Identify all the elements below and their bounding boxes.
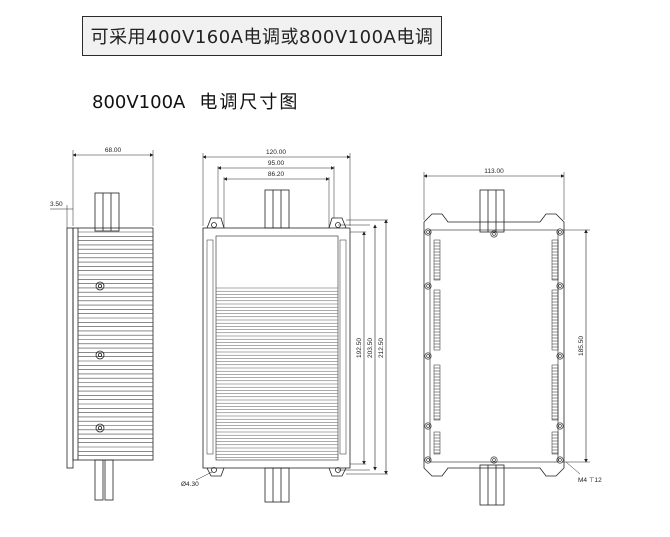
back-mounting-hole	[426, 230, 430, 234]
header-title: 可采用400V160A电调或800V100A电调	[90, 27, 434, 48]
front-view	[195, 153, 388, 503]
back-view-bottom-cable	[479, 464, 505, 506]
back-mounting-hole	[490, 230, 498, 238]
side-view-top-cable	[94, 192, 120, 232]
front-view-ear	[206, 217, 225, 229]
front-view-fins	[216, 287, 338, 458]
back-slot-strip	[551, 431, 559, 455]
side-view-bottom-cable	[104, 459, 114, 501]
back-mounting-hole	[424, 228, 432, 236]
back-view	[423, 172, 590, 506]
front-view-top-cable	[264, 189, 290, 229]
back-mounting-hole	[556, 456, 564, 464]
front-view-ear	[328, 467, 347, 477]
back-mounting-hole	[492, 232, 496, 236]
side-view	[50, 150, 154, 501]
back-mounting-hole	[556, 352, 564, 360]
back-mounting-hole	[556, 422, 564, 430]
back-mounting-hole	[424, 456, 432, 464]
back-mounting-hole	[558, 424, 562, 428]
dim-front-height-1: 192.50	[356, 338, 363, 358]
back-mounting-hole	[556, 282, 564, 290]
back-view-top-cable	[479, 189, 505, 233]
header-title-box: 可采用400V160A电调或800V100A电调	[82, 16, 442, 56]
back-slot-strip	[433, 239, 441, 281]
back-mounting-hole	[558, 354, 562, 358]
side-view-flange	[66, 227, 74, 469]
back-mounting-hole	[558, 284, 562, 288]
back-mounting-hole	[558, 230, 562, 234]
front-view-ear	[328, 217, 347, 229]
back-slot-strip	[433, 431, 441, 455]
back-view-slots	[433, 239, 559, 455]
back-slot-strip	[551, 239, 559, 281]
front-view-inner-panel	[215, 235, 339, 461]
back-slot-strip	[551, 364, 559, 421]
dim-front-height-2: 203.50	[367, 338, 374, 358]
side-view-fins	[78, 231, 153, 456]
section-title: 800V100A 电调尺寸图	[92, 88, 299, 114]
back-mounting-hole	[558, 458, 562, 462]
back-mounting-hole	[424, 352, 432, 360]
dim-front-height-3: 212.50	[378, 338, 385, 358]
dim-front-width-total: 120.00	[266, 149, 286, 156]
back-mounting-hole	[426, 424, 430, 428]
back-mounting-hole	[424, 282, 432, 290]
side-view-bottom-cable	[94, 459, 104, 501]
model-label: 800V100A	[92, 92, 186, 113]
dim-side-width: 68.00	[105, 147, 122, 154]
back-mounting-hole	[492, 458, 496, 462]
dim-back-height: 185.50	[578, 336, 585, 356]
side-view-screw	[95, 350, 105, 360]
back-mounting-hole	[426, 458, 430, 462]
back-mounting-hole	[556, 228, 564, 236]
front-view-ear	[206, 467, 225, 477]
back-mounting-hole	[490, 456, 498, 464]
back-slot-strip	[433, 364, 441, 421]
dim-hole-diameter: Ø4.30	[181, 481, 199, 488]
dim-side-offset: 3.50	[50, 201, 63, 208]
side-view-screw	[95, 423, 105, 433]
dim-front-width-inner: 86.20	[268, 171, 285, 178]
dim-front-width-mid: 95.00	[268, 160, 285, 167]
back-mounting-hole	[424, 422, 432, 430]
back-view-body	[423, 213, 565, 477]
back-mounting-hole	[426, 354, 430, 358]
side-view-screw	[95, 281, 105, 291]
dim-back-width: 113.00	[484, 168, 504, 175]
front-view-slot-strip	[339, 239, 347, 455]
back-view-holes	[424, 228, 564, 464]
back-mounting-hole	[426, 284, 430, 288]
front-view-bottom-cable	[264, 467, 290, 503]
front-view-slot-strip	[206, 239, 214, 455]
dimension-drawing-label: 电调尺寸图	[199, 92, 300, 113]
dim-thread: M4 ⊤12	[578, 477, 602, 484]
